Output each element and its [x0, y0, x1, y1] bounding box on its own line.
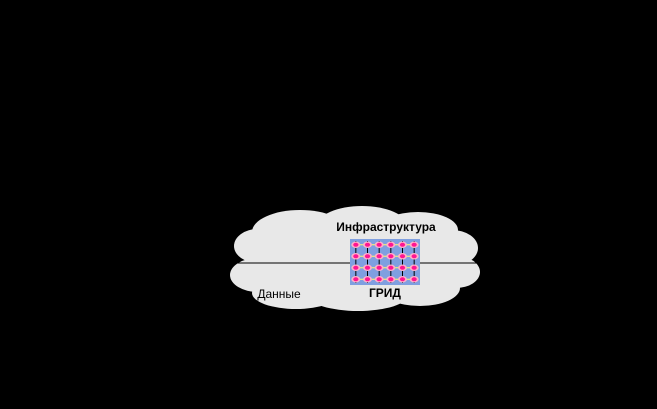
infrastructure-label: Инфраструктура — [336, 220, 436, 234]
grid-mesh-node — [388, 265, 394, 270]
grid-mesh-node — [411, 242, 417, 247]
grid-mesh-node — [411, 277, 417, 282]
grid-mesh-node — [353, 277, 359, 282]
grid-mesh-node — [353, 242, 359, 247]
grid-mesh-node — [353, 265, 359, 270]
grid-mesh-node — [399, 242, 406, 247]
grid-mesh-node — [353, 254, 359, 259]
grid-mesh-node — [388, 277, 394, 282]
grid-mesh-background — [350, 239, 420, 285]
data-label: Данные — [257, 287, 301, 301]
grid-mesh-node — [399, 265, 406, 270]
grid-mesh-node — [376, 254, 382, 259]
grid-mesh-node — [411, 265, 417, 270]
grid-mesh-node — [376, 265, 382, 270]
grid-mesh-node — [399, 277, 406, 282]
grid-mesh-node — [376, 277, 382, 282]
grid-mesh-node — [364, 242, 371, 247]
grid-mesh-image — [350, 239, 420, 285]
grid-label: ГРИД — [369, 286, 401, 300]
grid-mesh-node — [364, 254, 371, 259]
grid-mesh-node — [388, 242, 394, 247]
grid-mesh-node — [376, 242, 382, 247]
grid-mesh-node — [364, 265, 371, 270]
grid-mesh-node — [364, 277, 371, 282]
grid-mesh-node — [388, 254, 394, 259]
grid-mesh-node — [411, 254, 417, 259]
grid-mesh-node — [399, 254, 406, 259]
